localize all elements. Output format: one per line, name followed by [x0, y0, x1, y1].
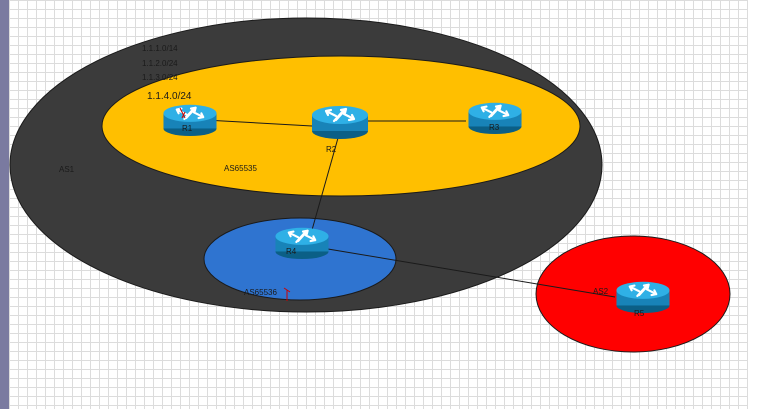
r2-label: R2 [326, 145, 337, 154]
r1-label: R1 [182, 124, 193, 133]
as65536-cursor-mark [283, 287, 291, 301]
as2-label: AS2 [593, 287, 609, 296]
link-r1-r2[interactable] [204, 119, 313, 127]
as65535-label: AS65535 [224, 164, 257, 173]
network-prefix-2: 1.1.2.0/24 [142, 59, 178, 68]
link-r2-r4[interactable] [311, 137, 339, 231]
network-prefix-3: 1.1.3.0/24 [142, 73, 178, 82]
network-prefix-1: 1.1.1.0/14 [142, 44, 178, 53]
r4-label: R4 [286, 247, 297, 256]
r1-cursor-mark [179, 107, 186, 119]
as1-label: AS1 [59, 165, 75, 174]
router-icon[interactable] [274, 226, 330, 260]
links [204, 119, 616, 298]
r5-label: R5 [634, 309, 645, 318]
network-prefix-4: 1.1.4.0/24 [147, 91, 192, 102]
left-edge-bar [0, 0, 9, 409]
router-icon[interactable] [310, 104, 370, 140]
r3-label: R3 [489, 123, 500, 132]
right-margin [748, 0, 773, 409]
as65536-label: AS65536 [244, 288, 277, 297]
link-r4-r5[interactable] [321, 247, 616, 298]
